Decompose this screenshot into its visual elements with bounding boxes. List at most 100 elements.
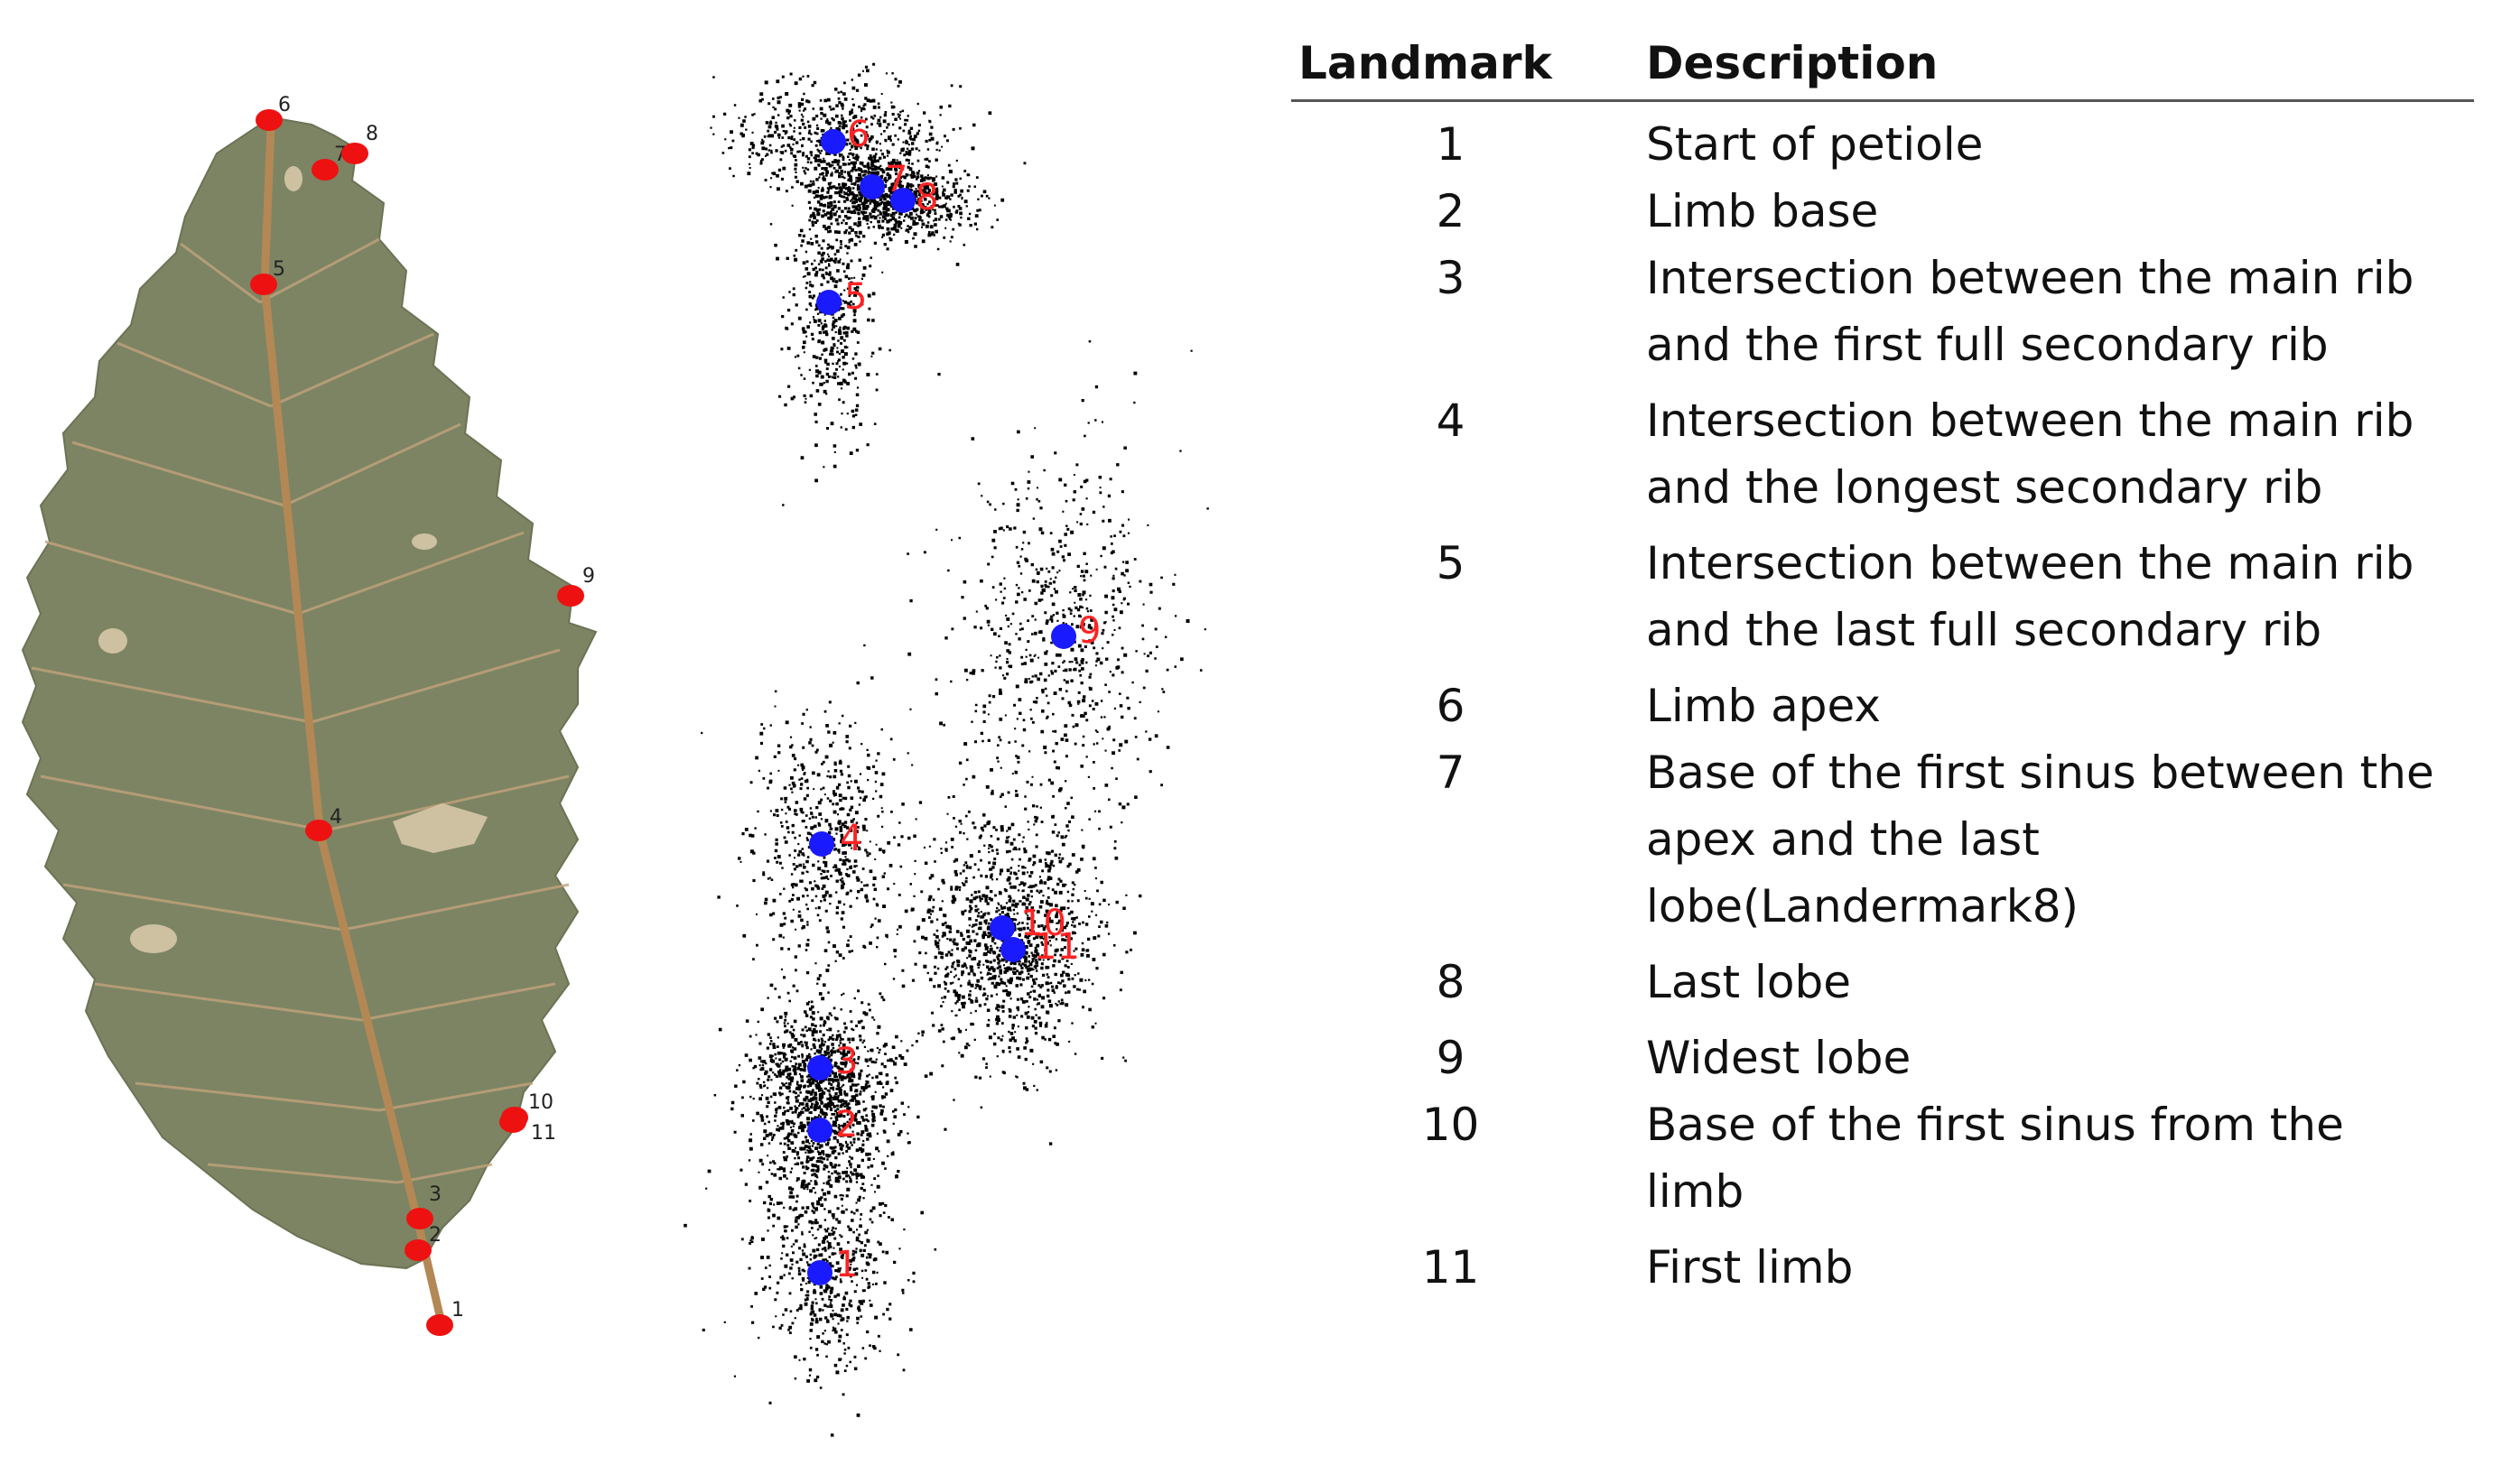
landmark-description: Widest lobe — [1646, 1025, 2474, 1091]
landmark-description: Intersection between the main rib and the… — [1646, 245, 2474, 378]
description-line: apex and the last — [1646, 813, 2040, 866]
landmark-number: 7 — [1436, 747, 1465, 799]
leaf-landmark-label: 1 — [451, 1299, 464, 1322]
description-line: Limb base — [1646, 185, 1879, 237]
leaf-landmark-label: 10 — [528, 1091, 553, 1114]
mean-landmark-point — [807, 1055, 833, 1081]
table-row: 2 Limb base — [1291, 178, 2474, 245]
leaf-landmark-label: 6 — [278, 94, 291, 116]
leaf-landmark-label: 9 — [582, 565, 595, 588]
description-line: and the last full secondary rib — [1646, 604, 2322, 656]
landmark-description: Base of the first sinus between the apex … — [1646, 739, 2474, 940]
landmark-scatter-cloud — [684, 62, 1209, 1437]
mean-landmark-label: 4 — [840, 818, 862, 859]
leaf-landmark-point — [256, 109, 283, 131]
table-row: 7 Base of the first sinus between the apex… — [1291, 739, 2474, 940]
mean-landmark-label: 9 — [1078, 610, 1101, 652]
leaf-landmark-point — [312, 159, 339, 181]
description-line: Intersection between the main rib — [1646, 252, 2414, 304]
landmark-number: 8 — [1436, 956, 1465, 1008]
description-line: Limb apex — [1646, 680, 1881, 732]
leaf-landmark-point — [250, 274, 277, 295]
description-line: First limb — [1646, 1241, 1854, 1294]
description-line: and the first full secondary rib — [1646, 319, 2329, 371]
mean-landmark-label: 2 — [835, 1104, 858, 1145]
leaf-landmark-label: 3 — [429, 1183, 442, 1206]
description-line: Start of petiole — [1646, 118, 1984, 171]
table-row: 3 Intersection between the main rib and th… — [1291, 245, 2474, 378]
leaf-secondary-veins — [31, 237, 570, 1184]
mean-landmark-label: 1 — [835, 1244, 858, 1285]
landmark-description: Intersection between the main rib and the… — [1646, 387, 2474, 521]
landmark-number: 4 — [1436, 394, 1465, 447]
landmark-number: 10 — [1421, 1099, 1480, 1151]
description-line: Widest lobe — [1646, 1032, 1912, 1084]
landmark-number: 11 — [1421, 1241, 1480, 1294]
mean-landmark-point — [860, 174, 885, 199]
table-row: 8 Last lobe — [1291, 949, 2474, 1016]
landmark-description: Limb apex — [1646, 672, 2474, 739]
description-line: Last lobe — [1646, 956, 1852, 1008]
landmark-column-header: Landmark — [1298, 37, 1552, 89]
landmark-number: 1 — [1436, 118, 1465, 171]
mean-landmark-point — [1051, 624, 1076, 649]
leaf-spots — [98, 166, 488, 953]
leaf-landmark-label: 4 — [330, 806, 342, 829]
table-row: 10 Base of the first sinus from the limb — [1291, 1091, 2474, 1225]
mean-landmark-point — [890, 188, 916, 213]
description-line: Base of the first sinus from the — [1646, 1099, 2344, 1151]
description-column-header: Description — [1646, 37, 1939, 89]
mean-landmark-label: 6 — [847, 114, 870, 155]
mean-landmark-point — [816, 290, 842, 315]
leaf-landmark-point — [305, 820, 332, 841]
landmark-number: 2 — [1436, 185, 1465, 237]
mean-landmark-label: 11 — [1034, 926, 1080, 968]
leaf-landmark-point — [406, 1208, 433, 1229]
table-row: 11 First limb — [1291, 1234, 2474, 1301]
mean-landmark-point — [990, 915, 1015, 941]
leaf-landmark-label: 5 — [273, 258, 285, 281]
table-row: 1 Start of petiole — [1291, 111, 2474, 178]
description-line: lobe(Landermark8) — [1646, 880, 2079, 932]
landmark-number: 3 — [1436, 252, 1465, 304]
mean-landmark-label: 8 — [916, 177, 938, 218]
landmark-description: Limb base — [1646, 178, 2474, 245]
landmark-description: Last lobe — [1646, 949, 2474, 1016]
mean-landmark-label: 3 — [835, 1041, 858, 1082]
leaf-landmark-label: 8 — [366, 123, 378, 145]
leaf-landmark-label: 2 — [429, 1224, 442, 1247]
mean-landmark-point — [807, 1260, 833, 1285]
table-row: 6 Limb apex — [1291, 672, 2474, 739]
scatter-dots-path — [684, 62, 1209, 1437]
description-line: limb — [1646, 1165, 1744, 1218]
table-row: 4 Intersection between the main rib and th… — [1291, 387, 2474, 521]
mean-landmark-label: 10 — [1020, 903, 1066, 944]
leaf-landmark-point — [426, 1314, 453, 1336]
description-line: Base of the first sinus between the — [1646, 747, 2434, 799]
mean-landmark-point — [809, 831, 834, 857]
description-line: Intersection between the main rib — [1646, 394, 2414, 447]
mean-landmark-point — [807, 1118, 833, 1143]
mean-landmark-point — [1000, 937, 1026, 962]
leaf-landmark-point — [499, 1111, 526, 1133]
landmark-description: Start of petiole — [1646, 111, 2474, 178]
description-line: and the longest secondary rib — [1646, 461, 2323, 514]
landmark-number: 9 — [1436, 1032, 1465, 1084]
leaf-landmark-label: 11 — [531, 1122, 556, 1145]
leaf-landmark-point — [405, 1239, 432, 1261]
landmark-number: 5 — [1436, 537, 1465, 589]
table-header-row: Landmark Description — [1291, 27, 2474, 102]
leaf-landmark-point — [557, 585, 584, 607]
landmark-number: 6 — [1436, 680, 1465, 732]
landmark-description: First limb — [1646, 1234, 2474, 1301]
landmark-description: Base of the first sinus from the limb — [1646, 1091, 2474, 1225]
mean-landmark-label: 5 — [844, 276, 867, 318]
